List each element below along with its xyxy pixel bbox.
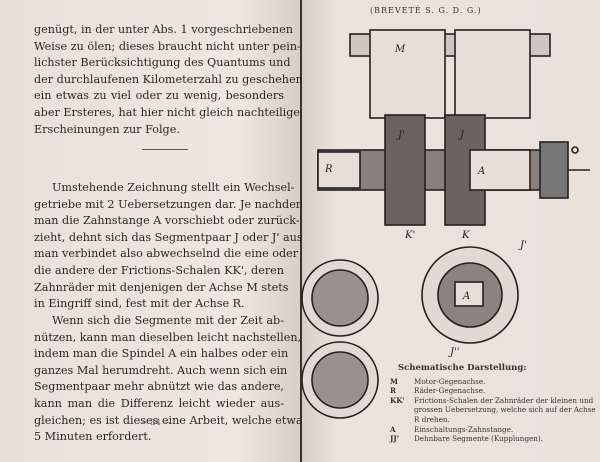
left-page: genügt, in der unter Abs. 1 vorgeschrieb…	[0, 0, 307, 462]
text-line: Erscheinungen zur Folge.	[34, 122, 180, 136]
label-k: K	[461, 230, 470, 241]
label-a-section: A	[462, 291, 470, 302]
legend-key: KK'	[390, 395, 405, 405]
divider-rule	[142, 149, 188, 150]
paragraph-3: Wenn sich die Segmente mit der Zeit ab-n…	[34, 313, 303, 446]
text-line: ganzes Mal herumdreht. Auch wenn sich ei…	[34, 363, 288, 377]
legend: Schematische Darstellung: M Motor-Gegenac…	[390, 363, 599, 444]
paragraph-2: Umstehende Zeichnung stellt ein Wechsel-…	[34, 180, 307, 313]
legend-key: R	[390, 386, 396, 396]
legend-title: Schematische Darstellung:	[398, 363, 527, 373]
label-j1: J'	[396, 130, 405, 141]
text-line: gleichen; es ist dieses eine Arbeit, wel…	[34, 413, 303, 427]
patent-notice: (BREVETÉ S. G. D. G.)	[370, 6, 482, 15]
text-line: man die Zahnstange A vorschiebt oder zur…	[34, 214, 300, 228]
label-j2: J''	[448, 347, 460, 358]
label-a: A	[477, 166, 485, 177]
text-line: Segmentpaar mehr abnützt wie das andere,	[34, 380, 284, 394]
legend-key: JJ'	[390, 434, 400, 444]
text-line: Wenn sich die Segmente mit der Zeit ab-	[52, 314, 284, 327]
legend-text: Dehnbare Segmente (Kupplungen).	[414, 434, 544, 444]
label-k1: K'	[404, 230, 415, 241]
legend-row: R Räder-Gegenachse.	[390, 386, 599, 396]
text-line: Zahnräder mit denjenigen der Achse M ste…	[34, 280, 289, 294]
page-number: — 34 —	[140, 418, 172, 427]
legend-row: JJ' Dehnbare Segmente (Kupplungen).	[390, 434, 599, 444]
text-line: 5 Minuten erfordert.	[34, 430, 152, 444]
text-line: nützen, kann man dieselben leicht nachst…	[34, 330, 302, 344]
label-r: R	[324, 164, 333, 175]
text-line: die andere der Frictions-Schalen KK', de…	[34, 263, 284, 277]
text-line: ein etwas zu viel oder zu wenig, besonde…	[34, 89, 284, 103]
legend-text: Frictions-Schalen der Zahnräder der klei…	[414, 395, 596, 424]
paragraph-1: genügt, in der unter Abs. 1 vorgeschrieb…	[34, 22, 307, 138]
legend-row: A Einschaltungs-Zahnstange.	[390, 425, 599, 435]
text-line: in Eingriff sind, fest mit der Achse R.	[34, 297, 245, 311]
text-line: genügt, in der unter Abs. 1 vorgeschrieb…	[34, 23, 293, 36]
legend-text: Räder-Gegenachse.	[414, 386, 486, 396]
label-m: M	[394, 44, 406, 55]
text-line: man verbindet also abwechselnd die eine …	[34, 247, 299, 261]
legend-row: M Motor-Gegenachse.	[390, 377, 599, 387]
text-line: zieht, dehnt sich das Segmentpaar J oder…	[34, 230, 307, 244]
text-line: Umstehende Zeichnung stellt ein Wechsel-	[52, 181, 295, 194]
label-j: J	[458, 130, 465, 141]
label-j1-section: J'	[518, 240, 527, 251]
text-line: Weise zu ölen; dieses braucht nicht unte…	[34, 39, 301, 53]
text-line: lichster Berücksichtigung des Quantums u…	[34, 56, 291, 70]
legend-key: A	[390, 424, 396, 434]
legend-key: M	[390, 376, 398, 386]
legend-text: Motor-Gegenachse.	[414, 376, 486, 386]
legend-text: Einschaltungs-Zahnstange.	[414, 424, 514, 434]
text-line: aber Ersteres, hat hier nicht gleich nac…	[34, 105, 301, 119]
text-line: kann man die Differenz leicht wieder aus…	[34, 396, 284, 410]
text-line: indem man die Spindel A ein halbes oder …	[34, 347, 289, 361]
legend-row: KK' Frictions-Schalen der Zahnräder der k…	[390, 396, 599, 425]
text-line: der durchlaufenen Kilometerzahl zu gesch…	[34, 72, 307, 86]
text-line: getriebe mit 2 Uebersetzungen dar. Je na…	[34, 197, 307, 211]
